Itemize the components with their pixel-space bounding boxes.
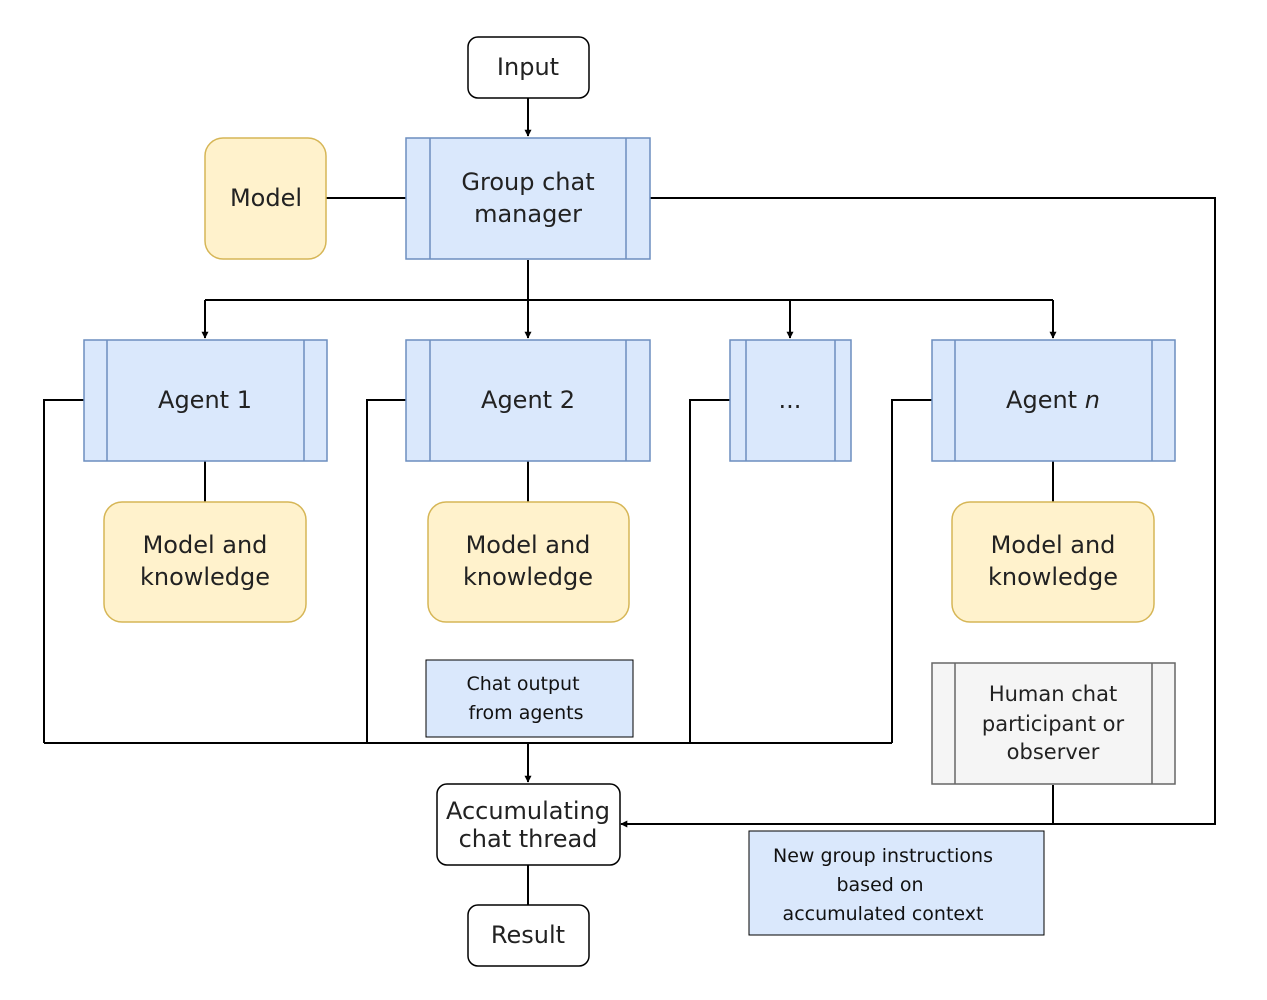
instructions-note: New group instructions based on accumula… bbox=[748, 830, 1045, 936]
chat-output-line-1: Chat output bbox=[466, 673, 579, 695]
result-label: Result bbox=[491, 921, 565, 949]
edge-manager-feedback bbox=[650, 197, 1216, 825]
instructions-line-3: accumulated context bbox=[783, 903, 984, 925]
agent-2-label: Agent 2 bbox=[481, 386, 575, 414]
agent-1-label: Agent 1 bbox=[158, 386, 252, 414]
thread-label-line-1: Accumulating bbox=[446, 797, 610, 825]
mk2-label-line-1: Model and bbox=[466, 531, 591, 559]
human-label-line-1: Human chat bbox=[989, 682, 1117, 706]
agent-n-label-prefix: Agent bbox=[1006, 386, 1085, 414]
chat-output-line-2: from agents bbox=[468, 702, 583, 724]
model-label: Model bbox=[230, 184, 302, 212]
mkn-label-line-1: Model and bbox=[991, 531, 1116, 559]
agent-n-label: Agent n bbox=[1006, 386, 1100, 414]
mk1-label-line-2: knowledge bbox=[140, 563, 270, 591]
human-participant-node: Human chat participant or observer bbox=[931, 662, 1176, 785]
mk1-label-line-1: Model and bbox=[143, 531, 268, 559]
mkn-label-line-2: knowledge bbox=[988, 563, 1118, 591]
agent-more-node: ... bbox=[729, 339, 852, 462]
accumulating-chat-thread-node: Accumulating chat thread bbox=[436, 783, 621, 866]
instructions-line-2: based on bbox=[836, 874, 923, 896]
agent-2-node: Agent 2 bbox=[405, 339, 651, 462]
model-knowledge-n-node: Model and knowledge bbox=[951, 501, 1155, 623]
agent-n-label-var: n bbox=[1085, 386, 1100, 414]
edge-agent1-output bbox=[43, 399, 84, 743]
instructions-line-1: New group instructions bbox=[773, 845, 993, 867]
model-knowledge-2-node: Model and knowledge bbox=[427, 501, 630, 623]
input-label: Input bbox=[497, 53, 559, 81]
model-node: Model bbox=[204, 137, 327, 260]
edge-agent-more-output bbox=[689, 399, 730, 743]
group-chat-manager-node: Group chat manager bbox=[405, 137, 651, 260]
input-node: Input bbox=[467, 36, 590, 99]
chat-output-note: Chat output from agents bbox=[425, 659, 634, 738]
thread-label-line-2: chat thread bbox=[459, 825, 598, 853]
human-label-line-2: participant or bbox=[982, 712, 1125, 736]
manager-label-line-1: Group chat bbox=[461, 168, 594, 196]
agent-n-node: Agent n bbox=[931, 339, 1176, 462]
connectors bbox=[43, 98, 1216, 905]
manager-label-line-2: manager bbox=[474, 200, 582, 228]
mk2-label-line-2: knowledge bbox=[463, 563, 593, 591]
agent-more-label: ... bbox=[779, 386, 802, 414]
edge-agent2-output bbox=[366, 399, 406, 743]
human-label-line-3: observer bbox=[1007, 740, 1100, 764]
agent-1-node: Agent 1 bbox=[83, 339, 328, 462]
edge-agentn-output bbox=[891, 399, 932, 743]
result-node: Result bbox=[467, 904, 590, 967]
model-knowledge-1-node: Model and knowledge bbox=[103, 501, 307, 623]
edge-human-to-thread bbox=[620, 785, 1054, 828]
